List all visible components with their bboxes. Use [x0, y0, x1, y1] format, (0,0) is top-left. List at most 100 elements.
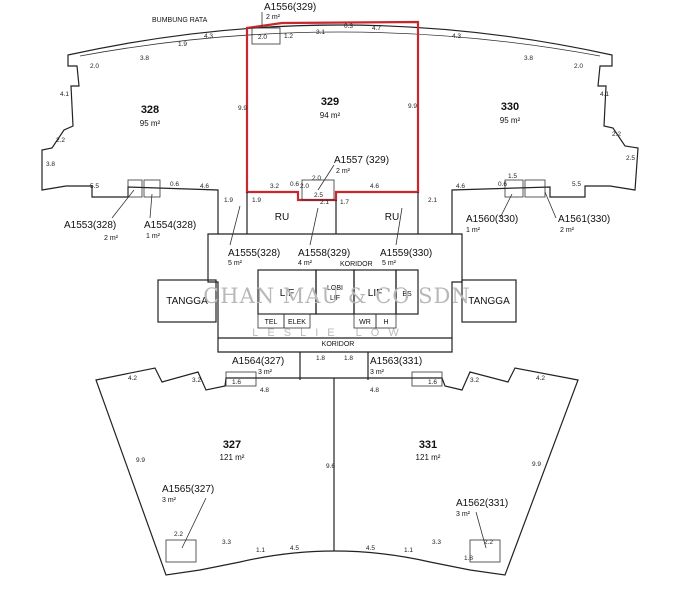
lif-left-label: LIF — [280, 288, 294, 299]
lot-a1561-label: A1561(330) — [558, 214, 610, 225]
wr-label: WR — [359, 319, 371, 326]
dim-center-3: 3.2 — [270, 183, 279, 190]
lot-a1556-box — [251, 27, 281, 45]
leader-a1555 — [229, 205, 241, 246]
dim-top-6: 1.2 — [284, 33, 293, 40]
lower-corridor — [217, 338, 453, 353]
dim-left-3: 4.1 — [60, 91, 69, 98]
bs-box — [395, 269, 419, 315]
lif-right-label: LIF — [368, 288, 382, 299]
dim-lower-left-3: 1.6 — [232, 379, 241, 386]
dim-top-3: 4.7 — [372, 25, 381, 32]
dim-left-5: 3.8 — [46, 161, 55, 168]
dim-lower-left-8: 4.5 — [290, 545, 299, 552]
unit-328-area: 95 m² — [140, 119, 161, 128]
lot-a1553-box — [127, 179, 143, 198]
unit-329-number: 329 — [321, 96, 339, 108]
leader-a1554 — [149, 193, 153, 219]
dim-lower-left-1: 4.2 — [128, 375, 137, 382]
dim-left-7: 4.6 — [200, 183, 209, 190]
unit-328-number: 328 — [141, 104, 159, 116]
koridor-lower-label: KORIDOR — [322, 341, 355, 348]
lot-a1561-area: 2 m² — [560, 227, 575, 234]
lot-a1563-area: 3 m² — [370, 369, 385, 376]
unit-327-area: 121 m² — [220, 453, 245, 462]
leader-a1561 — [544, 191, 557, 219]
dim-center-7: 4.6 — [370, 183, 379, 190]
lot-a1565-area: 3 m² — [162, 497, 177, 504]
tangga-right-label: TANGGA — [468, 296, 510, 307]
tangga-left-box — [157, 279, 217, 323]
dim-top-4: 4.3 — [452, 33, 461, 40]
tel-label: TEL — [265, 319, 278, 326]
dim-lower-left-11: 1.8 — [344, 355, 353, 362]
lot-a1553-label: A1553(328) — [64, 220, 116, 231]
dim-core-4: 2.1 — [428, 197, 437, 204]
lot-a1555-area: 5 m² — [228, 260, 243, 267]
unit-331-area: 121 m² — [416, 453, 441, 462]
dim-right-4: 2.2 — [612, 131, 621, 138]
lot-a1557-area: 2 m² — [336, 168, 351, 175]
ru-right-label: RU — [385, 212, 399, 223]
dim-top-1: 4.3 — [204, 33, 213, 40]
lot-a1560-box — [504, 179, 524, 198]
dim-lower-right-5: 9.9 — [532, 461, 541, 468]
dim-center-4: 2.0 — [312, 175, 321, 182]
lot-a1559-label: A1559(330) — [380, 248, 432, 259]
dim-center-2: 9.9 — [408, 103, 417, 110]
dim-right-3: 4.1 — [600, 91, 609, 98]
dim-lower-right-6: 9.6 — [326, 463, 335, 470]
dim-right-7: 4.6 — [456, 183, 465, 190]
lot-a1556-area: 2 m² — [266, 14, 281, 21]
h-label: H — [383, 319, 388, 326]
koridor-upper-label: KORIDOR — [340, 261, 373, 268]
unit-329-highlight — [245, 20, 420, 202]
dim-lower-right-10: 1.1 — [404, 547, 413, 554]
dim-center-1: 9.9 — [238, 105, 247, 112]
dim-core-2: 2.1 — [320, 199, 329, 206]
dim-top-7: 0.3 — [344, 23, 353, 30]
lot-a1554-area: 1 m² — [146, 233, 161, 240]
dim-lower-right-9: 4.5 — [366, 545, 375, 552]
watermark-sub: LESLIE LOW — [252, 327, 407, 339]
upper-wing-outline — [41, 24, 639, 339]
dim-left-8: 0.6 — [170, 181, 179, 188]
lot-a1564-box — [225, 371, 257, 387]
dim-center-8: 0.6 — [290, 181, 299, 188]
unit-330-area: 95 m² — [500, 116, 521, 125]
dim-lower-right-3: 1.6 — [428, 379, 437, 386]
lot-a1564-label: A1564(327) — [232, 356, 284, 367]
lot-a1565-box — [165, 539, 197, 563]
leader-a1557 — [317, 164, 335, 191]
unit-327-number: 327 — [223, 439, 241, 451]
lobi-lif-label: LIF — [330, 295, 340, 302]
dim-right-8: 1.5 — [508, 173, 517, 180]
leader-a1559 — [395, 207, 403, 246]
leader-a1558 — [309, 207, 319, 246]
dim-lower-left-9: 1.1 — [256, 547, 265, 554]
lot-a1557-box — [301, 179, 335, 201]
dim-top-8: 1.9 — [178, 41, 187, 48]
watermark-main: CHAN MAU & CO SDN — [203, 284, 471, 308]
dim-lower-left-4: 4.8 — [260, 387, 269, 394]
bs-label: BS — [402, 291, 412, 298]
dim-lower-left-6: 2.2 — [174, 531, 183, 538]
lot-a1557-label: A1557 (329) — [334, 155, 389, 166]
lot-a1560-area: 1 m² — [466, 227, 481, 234]
leader-a1565 — [181, 497, 207, 549]
dim-lower-right-1: 4.2 — [536, 375, 545, 382]
lot-a1554-label: A1554(328) — [144, 220, 196, 231]
lot-a1560-label: A1560(330) — [466, 214, 518, 225]
dim-left-4: 2.2 — [56, 137, 65, 144]
dim-left-1: 2.0 — [90, 63, 99, 70]
lot-a1563-label: A1563(331) — [370, 356, 422, 367]
lot-a1555-label: A1555(328) — [228, 248, 280, 259]
lot-a1564-area: 3 m² — [258, 369, 273, 376]
lower-link — [299, 352, 369, 380]
dim-top-5: 2.0 — [258, 34, 267, 41]
lot-a1562-label: A1562(331) — [456, 498, 508, 509]
lot-a1561-box — [524, 179, 546, 198]
dim-lower-right-7: 2.2 — [484, 539, 493, 546]
dim-lower-right-11: 1.8 — [464, 555, 473, 562]
leader-a1562 — [475, 511, 487, 549]
